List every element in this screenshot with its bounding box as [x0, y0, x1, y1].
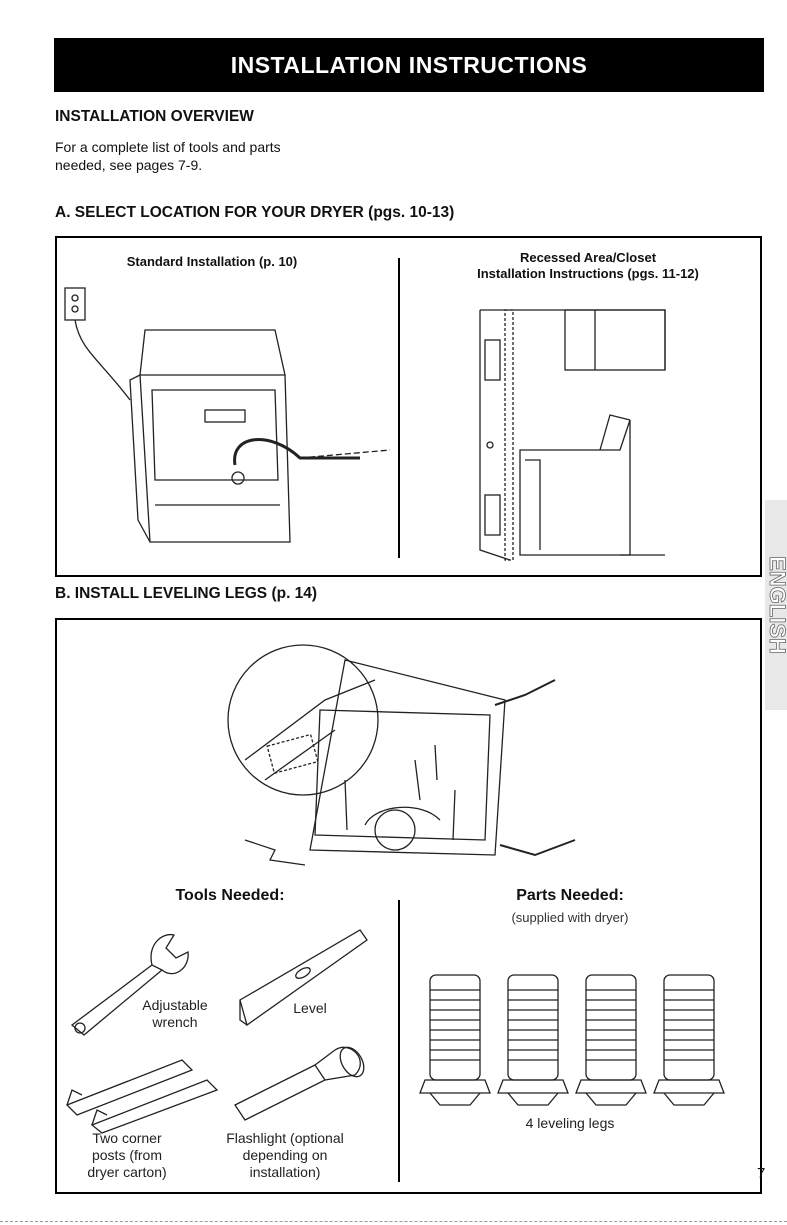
level-label: Level — [293, 1000, 327, 1016]
page-banner: INSTALLATION INSTRUCTIONS — [54, 38, 764, 92]
section-a-divider — [398, 258, 400, 558]
recessed-caption-line: Recessed Area/Closet — [519, 250, 657, 265]
bottom-rule — [0, 1221, 787, 1222]
recessed-caption-line: Installation Instructions (pgs. 11-12) — [477, 266, 699, 281]
overview-text-line: needed, see pages 7-9. — [55, 157, 203, 173]
corner-posts-label-line: Two corner — [92, 1130, 162, 1146]
section-b-divider — [398, 900, 400, 1182]
parts-needed-subtitle: (supplied with dryer) — [511, 910, 629, 925]
wall-outlet-icon — [64, 287, 86, 321]
flashlight-label-line: installation) — [249, 1164, 321, 1180]
leveling-leg-icon — [497, 974, 569, 1106]
overview-heading: INSTALLATION OVERVIEW — [55, 108, 254, 125]
leveling-legs-parts-illustration — [419, 974, 725, 1106]
overview-text-line: For a complete list of tools and parts — [55, 139, 281, 155]
language-side-tab-graphic: ENGLISH — [765, 500, 787, 710]
recessed-installation-illustration — [479, 309, 666, 561]
wrench-label-line: Adjustable — [142, 997, 208, 1013]
flashlight-icon — [234, 1046, 365, 1121]
leveling-leg-icon — [575, 974, 647, 1106]
flashlight-label: Flashlight (optional depending on instal… — [205, 1130, 365, 1181]
leveling-leg-icon — [419, 974, 491, 1106]
language-side-tab: ENGLISH — [765, 500, 787, 710]
leveling-legs-label: 4 leveling legs — [525, 1115, 615, 1131]
tools-needed-heading: Tools Needed: — [175, 887, 285, 904]
flashlight-label-line: depending on — [242, 1147, 328, 1163]
wrench-label-line: wrench — [152, 1014, 198, 1030]
leveling-legs-illustration — [227, 644, 576, 866]
wrench-label: Adjustable wrench — [120, 997, 230, 1031]
flashlight-label-line: Flashlight (optional — [226, 1130, 344, 1146]
section-b-box — [55, 618, 762, 1194]
corner-posts-icon — [65, 1059, 219, 1134]
level-icon — [239, 929, 368, 1027]
side-tab-text: ENGLISH — [765, 556, 787, 654]
page-number: 7 — [757, 1165, 766, 1182]
standard-installation-illustration — [64, 287, 391, 543]
standard-installation-caption: Standard Installation (p. 10) — [126, 254, 298, 269]
adjustable-wrench-icon — [70, 933, 189, 1036]
overview-text: For a complete list of tools and parts n… — [55, 138, 375, 174]
leveling-leg-icon — [653, 974, 725, 1106]
recessed-installation-caption: Recessed Area/Closet Installation Instru… — [418, 250, 758, 282]
corner-posts-label: Two corner posts (from dryer carton) — [62, 1130, 192, 1181]
section-b-heading: B. INSTALL LEVELING LEGS (p. 14) — [55, 585, 318, 602]
section-a-box — [55, 236, 762, 577]
parts-needed-heading: Parts Needed: — [516, 887, 624, 904]
section-a-heading: A. SELECT LOCATION FOR YOUR DRYER (pgs. … — [55, 204, 455, 221]
magnifier-circle — [227, 644, 379, 796]
corner-posts-label-line: dryer carton) — [87, 1164, 167, 1180]
corner-posts-label-line: posts (from — [91, 1147, 162, 1163]
